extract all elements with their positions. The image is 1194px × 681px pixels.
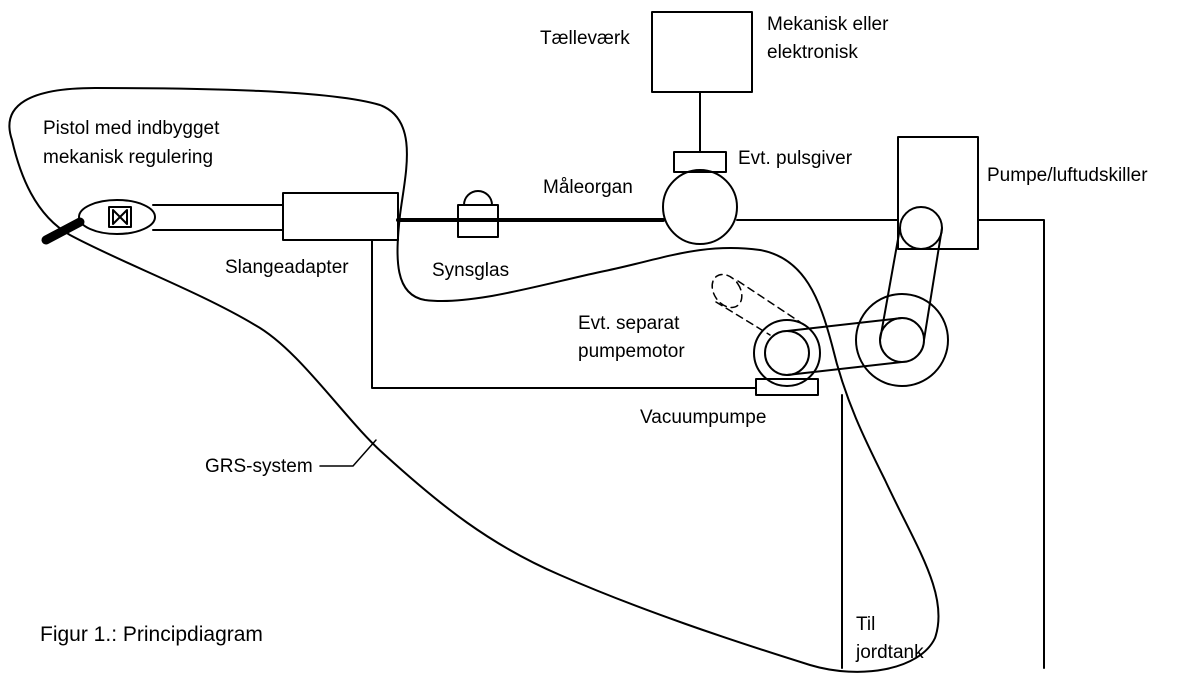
pistol-valve-symbol [112,209,128,225]
pulse-generator-box [673,151,727,173]
separate-motor-line2: pumpemotor [578,341,685,362]
counter-label: Tælleværk [540,28,630,49]
separate-motor-line1: Evt. separat [578,313,680,334]
separate-motor-dashed-belt-a [715,301,771,336]
vacuum-pump-label: Vacuumpumpe [640,407,767,428]
belt-pump-left [879,227,901,341]
counter-type-line1: Mekanisk eller [767,14,889,35]
meter-label: Måleorgan [543,177,633,198]
grs-leader-line [319,439,377,467]
figure-caption: Figur 1.: Principdiagram [40,623,263,646]
pump-separator-box [897,136,979,250]
meter-circle [662,169,738,245]
counter-box [651,11,753,93]
pistol-body [78,199,156,235]
belt-pump-right [923,227,943,341]
pistol-valve-box [108,206,132,228]
pistol-label-line1: Pistol med indbygget [43,118,220,139]
sight-glass-dome [463,190,493,206]
to-tank-line1: Til [856,614,876,635]
motor-outer-pulley [855,293,949,387]
hose-adapter-box [282,192,399,241]
vacuum-pump-inner [764,330,810,376]
pump-separator-label: Pumpe/luftudskiller [987,165,1148,186]
hose-adapter-label: Slangeadapter [225,257,349,278]
pulse-generator-label: Evt. pulsgiver [738,148,853,169]
counter-type-line2: elektronisk [767,42,858,63]
to-tank-line2: jordtank [856,642,924,663]
pump-outlet-pipe [977,219,1045,669]
separate-motor-dashed-belt-b [737,280,801,323]
vacuum-pump-outer [753,319,821,387]
separate-motor-dashed [711,273,743,309]
grs-system-boundary [8,87,940,673]
motor-inner-pulley [879,317,925,363]
pistol-label-line2: mekanisk regulering [43,147,214,168]
pump-top-pulley [899,206,943,250]
grs-system-label: GRS-system [205,456,313,477]
belt-vacuum-bottom [786,361,903,376]
vacuum-pump-base [755,378,819,396]
sight-glass-body [457,204,499,238]
belt-vacuum-top [786,317,903,332]
pistol-spout [41,217,85,245]
vapor-return-line [371,239,757,389]
sight-glass-label: Synsglas [432,260,510,281]
